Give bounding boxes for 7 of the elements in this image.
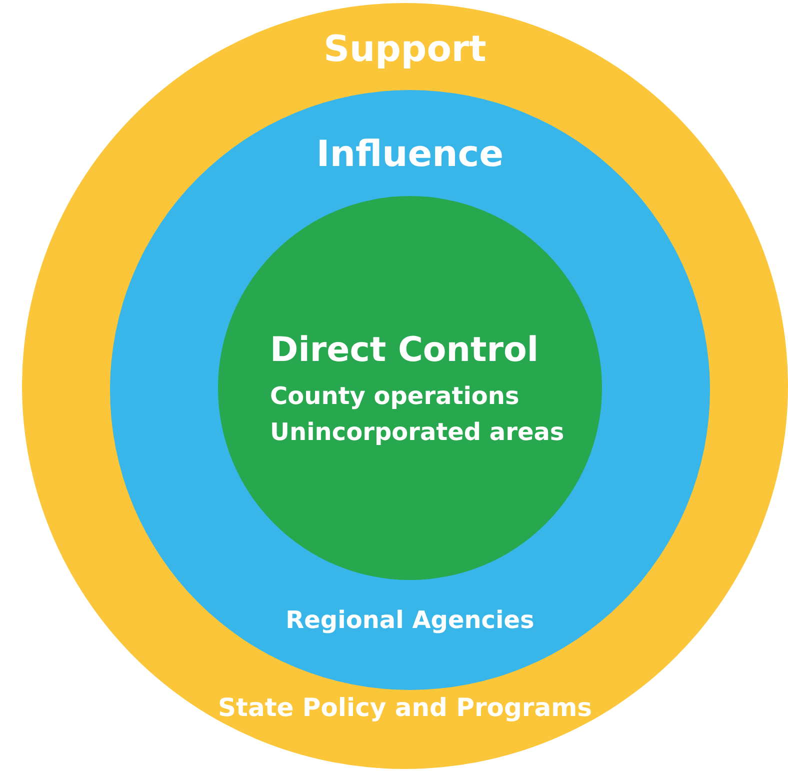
circle-label: Unincorporated areas — [270, 418, 564, 446]
ring-heading: Influence — [316, 134, 504, 175]
circle-heading: Direct Control — [270, 330, 538, 370]
circle-label: County operations — [270, 382, 520, 410]
ring-heading: Support — [324, 29, 486, 70]
ring-label: State Policy and Programs — [218, 693, 592, 722]
ring-label: Regional Agencies — [286, 606, 534, 634]
